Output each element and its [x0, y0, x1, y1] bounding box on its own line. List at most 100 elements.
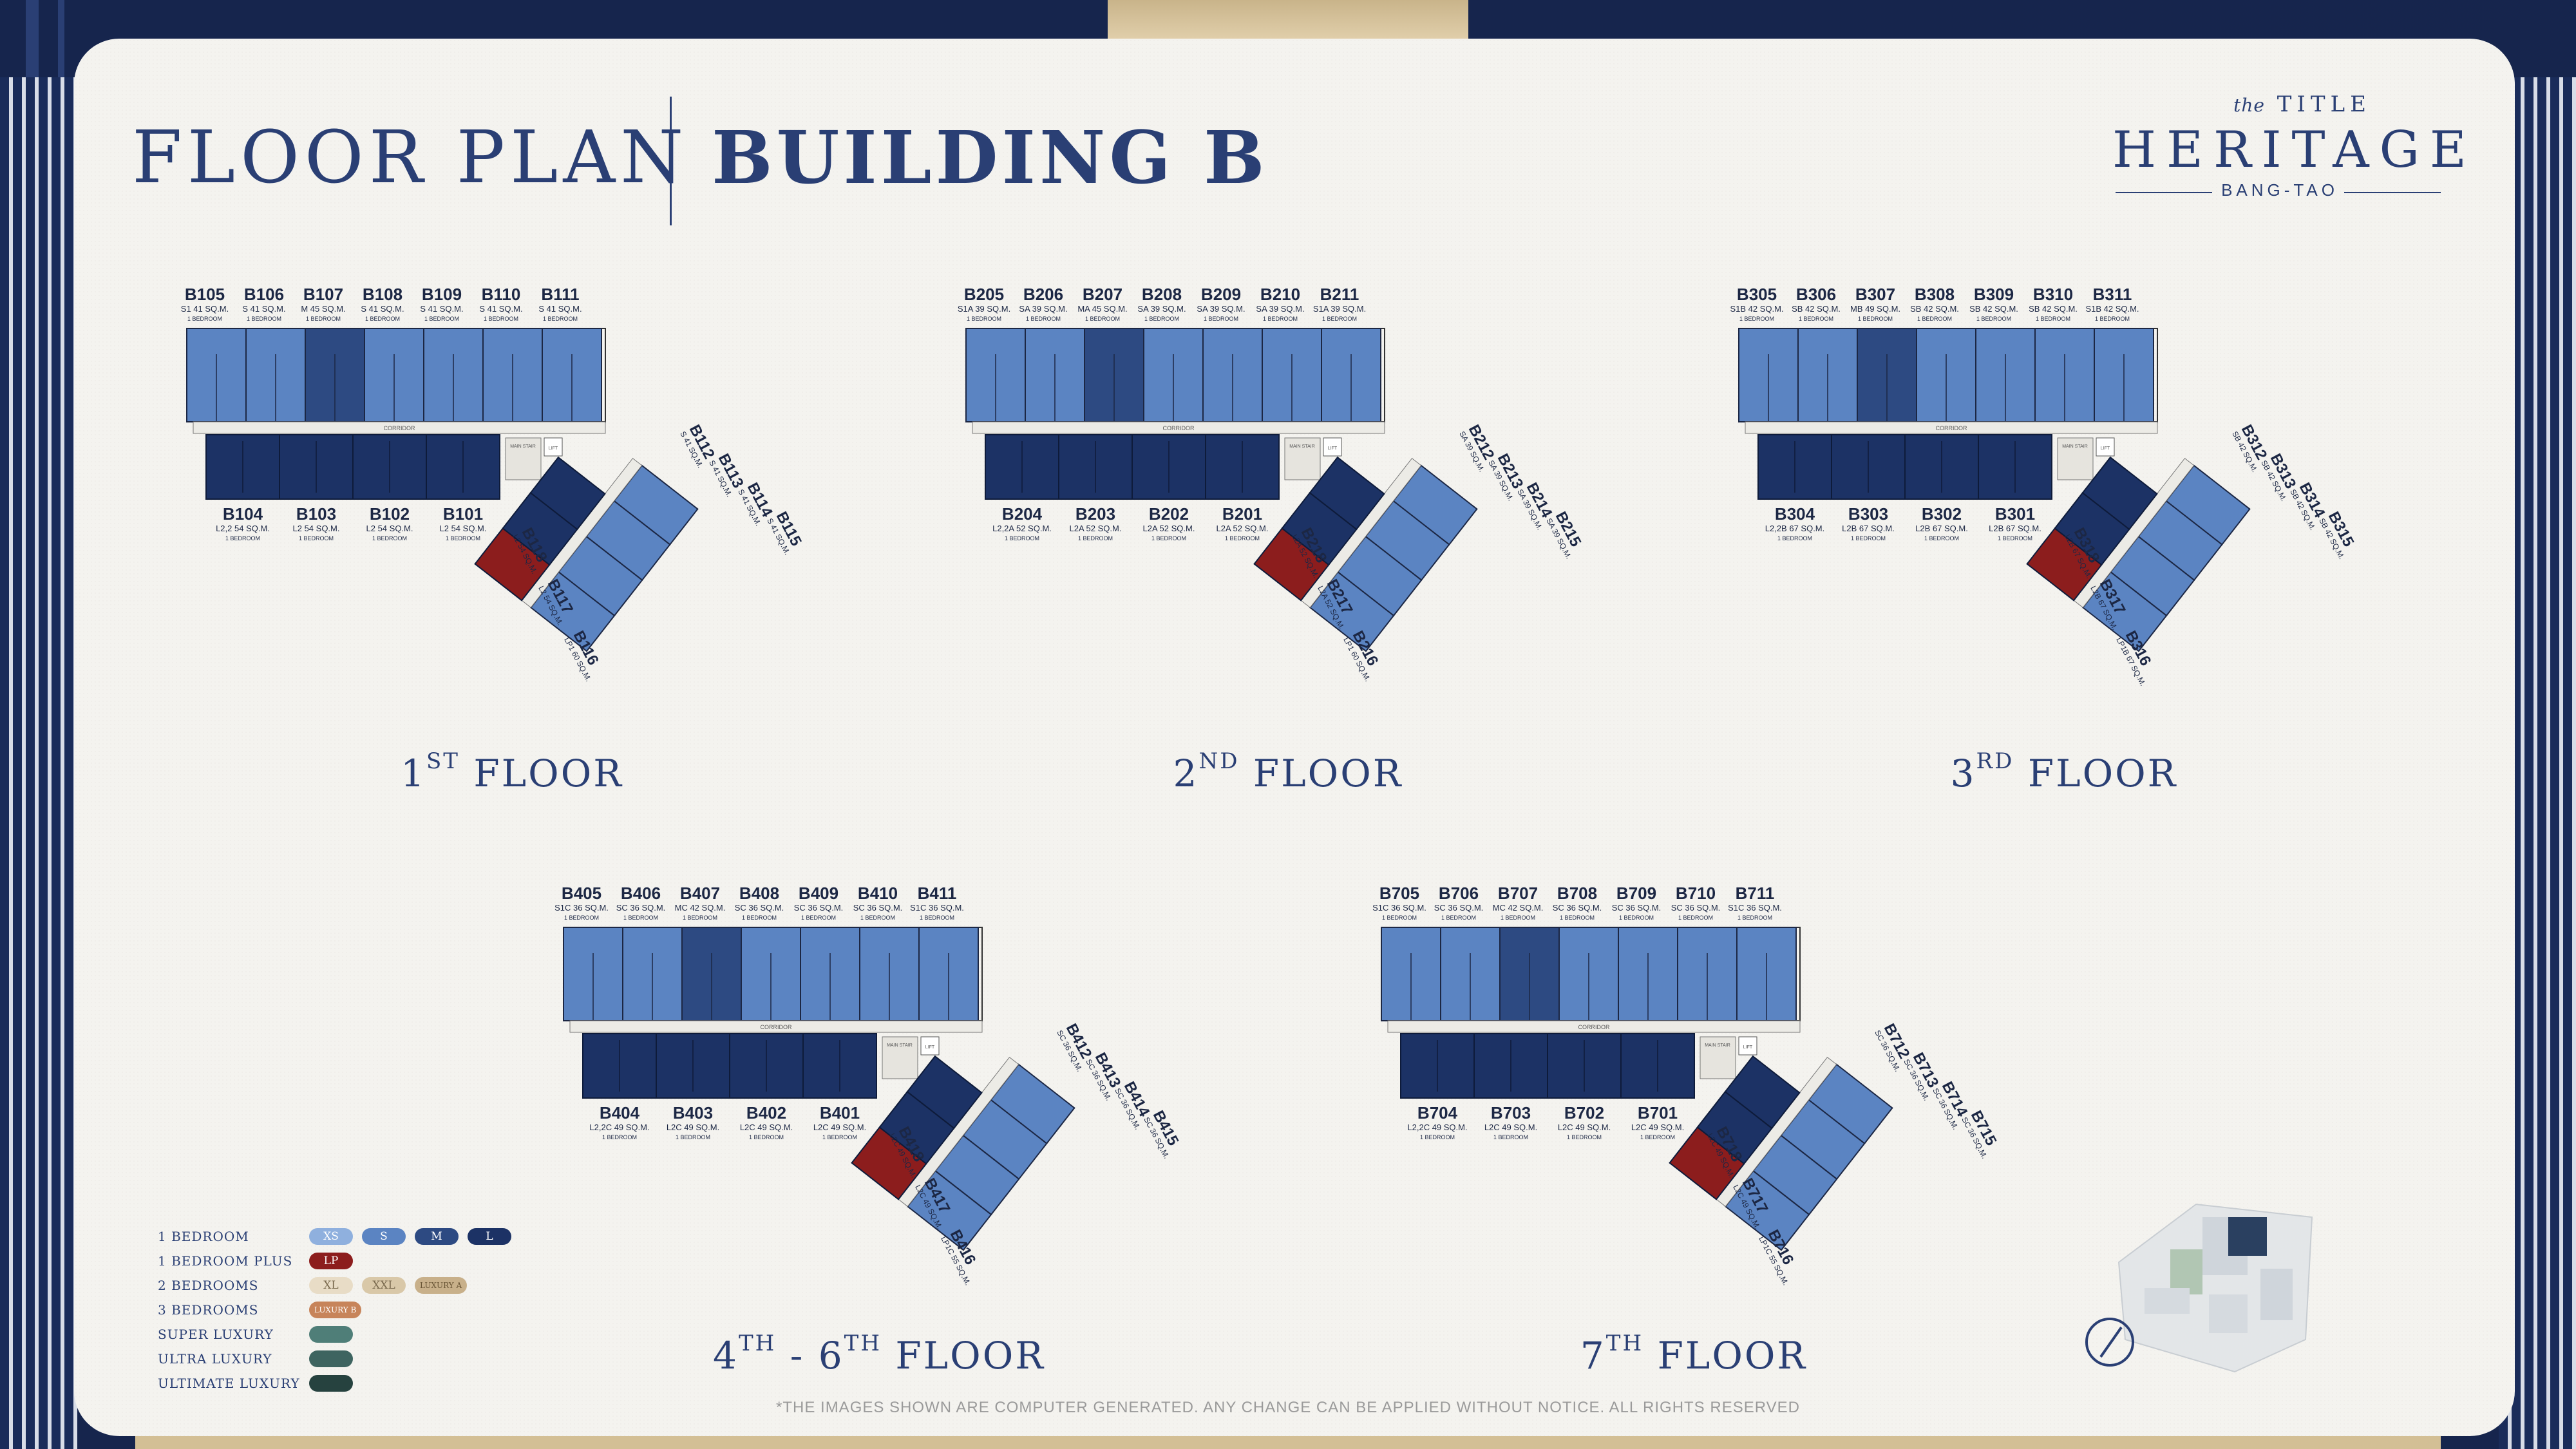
- compass-needle: [2099, 1326, 2123, 1358]
- bottom-accent: [135, 1435, 2441, 1449]
- corridor: [972, 421, 1385, 434]
- unit-bedrooms: 1 BEDROOM: [306, 316, 341, 322]
- unit-bedrooms: 1 BEDROOM: [742, 914, 777, 921]
- unit-code: B409: [799, 884, 838, 903]
- legend-label: 1 BEDROOM PLUS: [158, 1253, 293, 1269]
- floor-word: FLOOR: [473, 752, 623, 795]
- unit-code: B708: [1557, 884, 1597, 903]
- unit-spec: S1B 42 SQ.M.: [1730, 304, 1783, 314]
- unit-spec: S 41 SQ.M.: [420, 304, 463, 314]
- legend-label: 1 BEDROOM: [158, 1229, 249, 1244]
- logo-location: BANG-TAO: [2221, 180, 2338, 200]
- logo-prefix: the: [2233, 95, 2265, 116]
- unit-bedrooms: 1 BEDROOM: [1777, 535, 1812, 542]
- unit-bedrooms: 1 BEDROOM: [247, 316, 281, 322]
- unit-bedrooms: 1 BEDROOM: [822, 1134, 857, 1141]
- legend-row-ultra-luxury: ULTRA LUXURY: [158, 1347, 362, 1370]
- unit-bedrooms: 1 BEDROOM: [967, 316, 1001, 322]
- unit-spec: L2 54 SQ.M.: [293, 524, 340, 533]
- unit-code: B707: [1498, 884, 1538, 903]
- unit-code: B406: [621, 884, 661, 903]
- unit-code: B706: [1439, 884, 1479, 903]
- corridor-label: CORRIDOR: [1163, 425, 1195, 431]
- unit-bedrooms: 1 BEDROOM: [484, 316, 518, 322]
- unit-code: B205: [964, 285, 1004, 304]
- floor-suffix: TH: [1605, 1331, 1644, 1356]
- legend-label: SUPER LUXURY: [158, 1327, 274, 1342]
- compass-icon: [2085, 1318, 2134, 1367]
- unit-code: B304: [1775, 504, 1815, 524]
- unit-bedrooms: 1 BEDROOM: [1738, 914, 1772, 921]
- unit-code: B109: [422, 285, 462, 304]
- corridor: [1745, 421, 2158, 434]
- floor-word: FLOOR: [2027, 752, 2178, 795]
- unit-spec: MA 45 SQ.M.: [1077, 304, 1127, 314]
- legend-chip-ultra-luxury: [309, 1350, 353, 1367]
- disclaimer-footnote: *THE IMAGES SHOWN ARE COMPUTER GENERATED…: [776, 1399, 1800, 1416]
- unit-bedrooms: 1 BEDROOM: [372, 535, 407, 542]
- legend-label: 3 BEDROOMS: [158, 1302, 259, 1318]
- legend-chip-s: S: [362, 1228, 406, 1245]
- unit-spec: S1C 36 SQ.M.: [1372, 903, 1426, 913]
- unit-spec: L2 54 SQ.M.: [366, 524, 413, 533]
- unit-spec: SB 42 SQ.M.: [2029, 304, 2078, 314]
- unit-code: B201: [1222, 504, 1262, 524]
- unit-bedrooms: 1 BEDROOM: [676, 1134, 710, 1141]
- unit-spec: L2B 67 SQ.M.: [1842, 524, 1895, 533]
- unit-bedrooms: 1 BEDROOM: [1263, 316, 1298, 322]
- logo-brand-text: TITLE: [2277, 91, 2371, 117]
- unit-spec: MC 42 SQ.M.: [675, 903, 726, 913]
- unit-code: B410: [858, 884, 898, 903]
- unit-spec: SC 36 SQ.M.: [1671, 903, 1721, 913]
- unit-bedrooms: 1 BEDROOM: [1078, 535, 1113, 542]
- unit-code: B709: [1616, 884, 1656, 903]
- top-unit-row: [1381, 927, 1801, 1021]
- main-stair-label: MAIN STAIR: [2062, 444, 2088, 449]
- unit-spec: S1B 42 SQ.M.: [2085, 304, 2139, 314]
- unit-code: B103: [296, 504, 336, 524]
- unit-spec: S1C 36 SQ.M.: [1728, 903, 1782, 913]
- unit-bedrooms: 1 BEDROOM: [543, 316, 578, 322]
- unit-spec: SA 39 SQ.M.: [1019, 304, 1067, 314]
- floor-title-1st: 1ST FLOOR: [287, 748, 737, 795]
- logo-brand: the TITLE: [2215, 91, 2389, 117]
- main-stair: [1700, 1036, 1736, 1079]
- unit-code: B301: [1995, 504, 2035, 524]
- unit-code: B401: [820, 1103, 860, 1122]
- unit-spec: SA 39 SQ.M.: [1197, 304, 1245, 314]
- lift: [920, 1036, 940, 1056]
- unit-code: B309: [1974, 285, 2014, 304]
- unit-bedrooms: 1 BEDROOM: [1225, 535, 1260, 542]
- angled-wing: [1669, 1055, 1893, 1251]
- unit-code: B206: [1023, 285, 1063, 304]
- unit-spec: L2,2A 52 SQ.M.: [992, 524, 1052, 533]
- corridor-label: CORRIDOR: [1578, 1024, 1610, 1030]
- content-panel: [74, 39, 2515, 1436]
- floor-suffix-2: TH: [844, 1331, 882, 1356]
- unit-spec: L2A 52 SQ.M.: [1143, 524, 1195, 533]
- floor-suffix: RD: [1976, 748, 2014, 774]
- page-title: FLOOR PLAN: [132, 116, 689, 200]
- floor-title-2nd: 2ND FLOOR: [1063, 748, 1513, 795]
- unit-spec: SB 42 SQ.M.: [1792, 304, 1841, 314]
- top-unit-row: [965, 328, 1385, 422]
- floor-word: FLOOR: [1253, 752, 1403, 795]
- legend-chip-xs: XS: [309, 1228, 353, 1245]
- unit-code: B111: [541, 285, 579, 304]
- main-stair-label: MAIN STAIR: [1705, 1043, 1730, 1048]
- angled-wing: [2026, 456, 2251, 652]
- unit-bedrooms: 1 BEDROOM: [2095, 316, 2130, 322]
- unit-bedrooms: 1 BEDROOM: [1322, 316, 1357, 322]
- floor-range: - 6: [776, 1334, 844, 1378]
- unit-code: B710: [1676, 884, 1716, 903]
- legend-chip-m: M: [415, 1228, 459, 1245]
- wing-unit-lp: [1253, 527, 1330, 601]
- legend-chip-luxury-a: LUXURY A: [415, 1277, 468, 1294]
- unit-code: B207: [1083, 285, 1122, 304]
- unit-spec: S1A 39 SQ.M.: [958, 304, 1010, 314]
- unit-bedrooms: 1 BEDROOM: [1799, 316, 1833, 322]
